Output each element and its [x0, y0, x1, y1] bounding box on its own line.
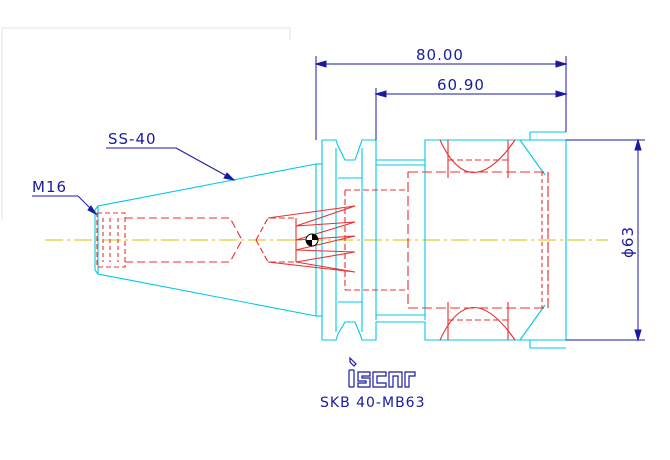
dimension-diameter: ϕ63	[619, 226, 637, 258]
center-marker	[305, 233, 319, 247]
iscar-logo	[348, 356, 416, 388]
frame-lines	[1, 27, 291, 220]
hidden-lines	[96, 139, 549, 341]
holder-outline	[94, 131, 567, 349]
dimension-60-90: 60.90	[437, 76, 485, 94]
model-label: SKB 40-MB63	[320, 395, 426, 411]
dimension-lines	[32, 56, 645, 342]
label-taper: SS-40	[108, 130, 157, 148]
dimension-80: 80.00	[416, 46, 464, 64]
label-thread: M16	[32, 178, 67, 196]
